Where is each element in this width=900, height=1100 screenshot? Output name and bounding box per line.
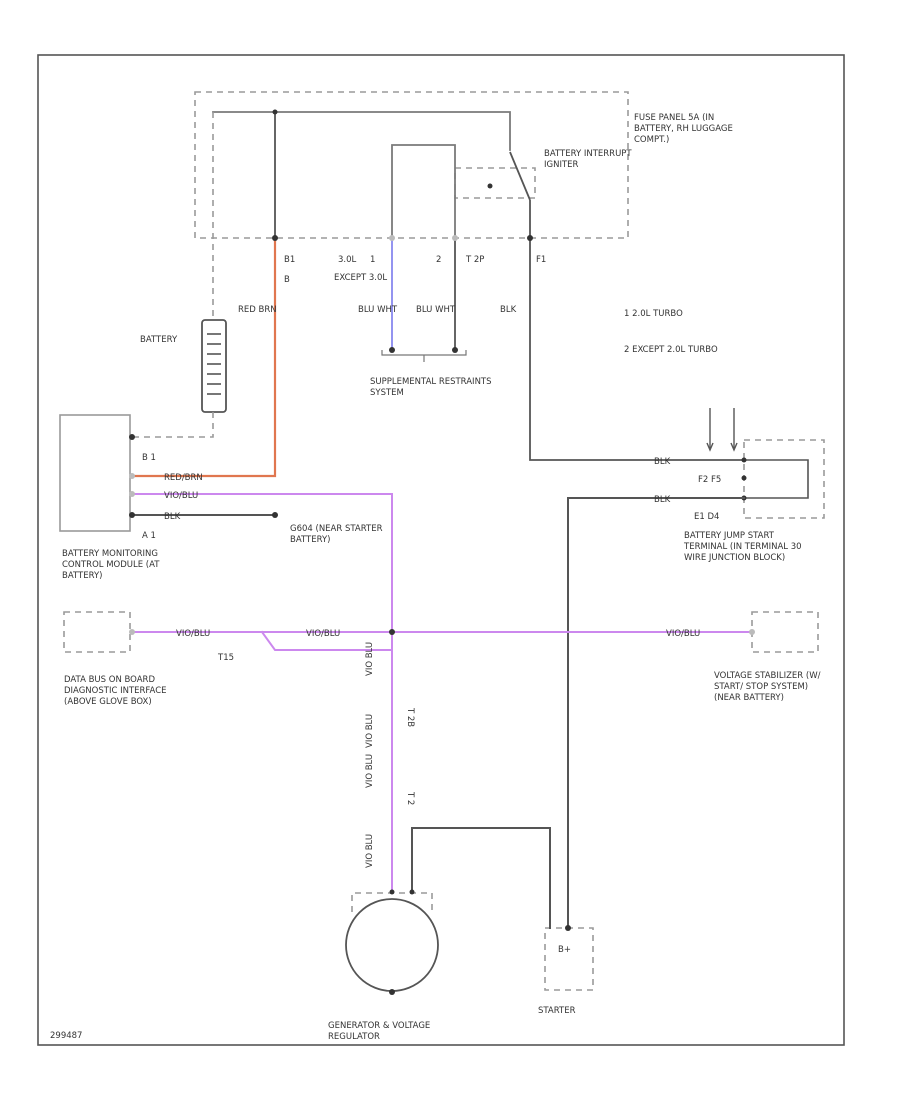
- node-starter-bplus: [565, 925, 571, 931]
- t15-vio-wire: [260, 630, 393, 651]
- wire-label-blk-f1: BLK: [500, 305, 517, 315]
- cond-t15: T15: [217, 653, 234, 663]
- node-module-red: [129, 473, 135, 479]
- f2-arrowhead-2: [730, 442, 738, 452]
- jump-node-f2: [741, 457, 747, 463]
- cond-t-2p: T 2P: [465, 255, 484, 265]
- wire-label-red-brn: RED BRN: [238, 305, 277, 315]
- generator-symbol: [345, 898, 439, 992]
- node-srs-1: [389, 347, 395, 353]
- label-voltage-stabilizer: VOLTAGE STABILIZER (W/START/ STOP SYSTEM…: [714, 671, 821, 703]
- pin-f1: F1: [536, 255, 546, 265]
- generator-to-starter-wire: [411, 827, 551, 929]
- label-starter: STARTER: [538, 1006, 576, 1016]
- battery-symbol: [201, 319, 227, 413]
- jump-start-internal: [743, 459, 809, 499]
- wire-label-vio-blu-2: VIO/BLU: [176, 629, 210, 639]
- generator-ground-node: [389, 989, 395, 995]
- pin-b1: B1: [284, 255, 295, 265]
- igniter-switch-arm: [509, 151, 531, 201]
- pin-starter-bplus: B+: [558, 945, 571, 955]
- wire-label-vio-blu-v2: VIO BLU: [365, 714, 375, 748]
- pin-module-b1: B 1: [142, 453, 156, 463]
- cond-except-30l: EXCEPT 3.0L: [334, 273, 387, 283]
- pin-e1-d4: E1 D4: [694, 512, 719, 522]
- node-voltage-stabilizer: [749, 629, 755, 635]
- diagram-id: 299487: [50, 1031, 82, 1041]
- wire-label-blk-module: BLK: [164, 512, 181, 522]
- node-pin-2: [452, 235, 458, 241]
- node-module-a1: [129, 512, 135, 518]
- f2-arrowhead-1: [706, 442, 714, 452]
- fuse-panel-outline: [194, 91, 629, 239]
- node-b1: [272, 235, 278, 241]
- cond-30l: 3.0L: [338, 255, 357, 265]
- node-ground-g604: [272, 512, 278, 518]
- fuse-panel-bus-wire: [212, 111, 511, 151]
- starter-blk-wire: [567, 497, 745, 929]
- node-module-vio: [129, 491, 135, 497]
- wire-label-red-brn-short: RED/BRN: [164, 473, 203, 483]
- wire-label-vio-blu-v1: VIO BLU: [365, 642, 375, 676]
- module-vio-wire: [131, 493, 393, 633]
- label-note-2: 2 EXCEPT 2.0L TURBO: [624, 345, 718, 355]
- jump-node-f5: [741, 475, 747, 481]
- f1-blk-wire: [529, 237, 745, 461]
- igniter-dot: [487, 183, 493, 189]
- starter-outline: [544, 927, 594, 991]
- wire-label-vio-blu-3: VIO/BLU: [306, 629, 340, 639]
- node-generator-1: [389, 889, 395, 895]
- battery-monitoring-module-outline: [59, 414, 131, 532]
- battery-to-module-dashed: [132, 412, 214, 438]
- battery-jump-start-outline: [743, 439, 825, 519]
- node-data-bus: [129, 629, 135, 635]
- red-brn-wire: [130, 236, 277, 478]
- voltage-stabilizer-outline: [751, 611, 819, 653]
- node-module-b1: [129, 434, 135, 440]
- pin-f2-f5: F2 F5: [698, 475, 721, 485]
- wire-label-vio-blu-1: VIO/BLU: [164, 491, 198, 501]
- igniter-loop-wire: [391, 144, 456, 239]
- wire-label-vio-blu-4: VIO/BLU: [666, 629, 700, 639]
- fuse-b1-node: [272, 109, 278, 115]
- wire-label-blk-e1: BLK: [654, 495, 671, 505]
- pin-1: 1: [370, 255, 375, 265]
- wire-label-blu-wht-1: BLU WHT: [358, 305, 398, 315]
- pin-b: B: [284, 275, 290, 285]
- node-srs-2: [452, 347, 458, 353]
- cond-t2b: T 2B: [405, 707, 415, 727]
- wire-label-blk-f2: BLK: [654, 457, 671, 467]
- node-generator-2: [409, 889, 415, 895]
- srs-bracket: [381, 350, 467, 362]
- data-bus-outline: [63, 611, 131, 653]
- node-f1: [527, 235, 533, 241]
- wire-label-vio-blu-v3: VIO BLU: [365, 754, 375, 788]
- wire-label-vio-blu-v4: VIO BLU: [365, 834, 375, 868]
- node-vio-splice: [389, 629, 395, 635]
- wire-label-blu-wht-2: BLU WHT: [416, 305, 456, 315]
- pin-module-a1: A 1: [142, 531, 156, 541]
- pin-2: 2: [436, 255, 441, 265]
- diagram-frame: [37, 54, 845, 1046]
- label-note-1: 1 2.0L TURBO: [624, 309, 683, 319]
- label-battery: BATTERY: [140, 335, 178, 345]
- cond-t2: T 2: [405, 791, 415, 805]
- node-pin-1: [389, 235, 395, 241]
